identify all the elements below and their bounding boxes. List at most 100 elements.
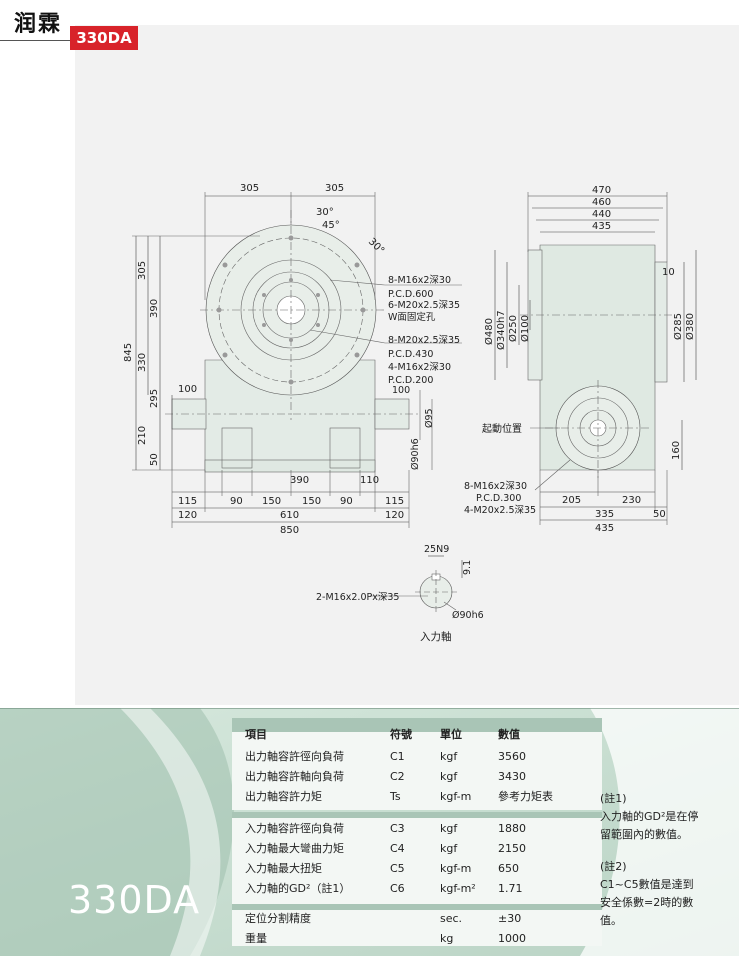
- model-watermark: 330DA: [68, 878, 201, 922]
- side-callout-2: P.C.D.300: [476, 493, 521, 504]
- dim-50: 50: [149, 453, 160, 466]
- brand-logo: 润霖: [14, 11, 63, 37]
- row-symbol: C6: [390, 882, 405, 895]
- note-line: 入力軸的GD²是在停: [600, 810, 699, 823]
- row-symbol: C4: [390, 842, 405, 855]
- dim-dia-380: Ø380: [684, 313, 696, 340]
- shaft-key-depth: 9.1: [462, 560, 473, 575]
- row-unit: kgf: [440, 770, 458, 783]
- dim-845: 845: [123, 343, 134, 362]
- notes-block: (註1) 入力軸的GD²是在停 留範圍內的數值。 (註2) C1~C5數值是達到…: [600, 790, 698, 930]
- row-unit: kgf-m²: [440, 882, 476, 895]
- dim-390-bottom: 390: [290, 475, 309, 486]
- dim-100-right: 100: [392, 385, 410, 396]
- shaft-label: 入力軸: [420, 630, 452, 643]
- dim-440: 440: [592, 209, 611, 220]
- callout-5: 8-M20x2.5深35: [388, 335, 460, 346]
- note-line: 值。: [600, 914, 622, 927]
- dim-dia-95: Ø95: [424, 408, 435, 428]
- row-item: 入力軸的GD²（註1）: [245, 882, 351, 895]
- side-callout-3: 4-M20x2.5深35: [464, 505, 536, 516]
- row-item: 入力軸容許徑向負荷: [245, 822, 344, 835]
- row-item: 入力軸最大扭矩: [245, 862, 322, 875]
- row-symbol: Ts: [390, 790, 401, 803]
- dim-335: 335: [595, 509, 614, 520]
- note-line: 安全係數=2時的數: [600, 896, 694, 909]
- dim-b2-3: 120: [385, 510, 404, 521]
- dim-330: 330: [137, 353, 148, 372]
- dim-b1-5: 90: [340, 496, 353, 507]
- header-value: 數值: [498, 728, 520, 741]
- angle-label-1: 30°: [316, 207, 334, 218]
- row-value: 650: [498, 862, 519, 875]
- row-value: ±30: [498, 912, 522, 925]
- angle-label-2: 45°: [322, 220, 340, 231]
- spec-background: [0, 708, 739, 956]
- dim-435-bottom: 435: [595, 523, 614, 534]
- start-position-label: 起動位置: [482, 422, 522, 435]
- technical-drawing: 305 305 30° 45° 30° 845 305 390 330 295 …: [123, 183, 697, 643]
- row-item: 定位分割精度: [245, 912, 311, 925]
- dim-435: 435: [592, 221, 611, 232]
- dim-305-left: 305: [137, 261, 148, 280]
- angle-label-3: 30°: [366, 236, 386, 256]
- dim-390-left: 390: [149, 299, 160, 318]
- row-symbol: C2: [390, 770, 405, 783]
- dim-b2-1: 120: [178, 510, 197, 521]
- row-unit: kgf: [440, 822, 458, 835]
- row-item: 出力軸容許軸向負荷: [245, 770, 344, 783]
- callout-4: W面固定孔: [388, 311, 436, 323]
- header-item: 項目: [245, 728, 267, 741]
- note-line: C1~C5數值是達到: [600, 878, 694, 891]
- row-value: 1.71: [498, 882, 523, 895]
- dim-160: 160: [671, 441, 682, 460]
- row-symbol: C3: [390, 822, 405, 835]
- row-value: 2150: [498, 842, 526, 855]
- dim-205: 205: [562, 495, 581, 506]
- note-line: (註1): [600, 792, 627, 805]
- row-item: 出力軸容許力矩: [245, 790, 322, 803]
- row-value: 1000: [498, 932, 526, 945]
- callout-7: 4-M16x2深30: [388, 362, 451, 373]
- dim-b1-2: 90: [230, 496, 243, 507]
- dim-10: 10: [662, 267, 675, 278]
- dim-b1-7: 115: [385, 496, 404, 507]
- side-callout-1: 8-M16x2深30: [464, 481, 527, 492]
- dim-front-top-left: 305: [240, 183, 259, 194]
- row-unit: kgf-m: [440, 790, 472, 803]
- dim-b1-3: 150: [262, 496, 281, 507]
- shaft-key: 25N9: [424, 544, 449, 555]
- row-value: 3430: [498, 770, 526, 783]
- note-line: (註2): [600, 860, 627, 873]
- row-value: 參考力矩表: [498, 790, 553, 803]
- dim-850: 850: [280, 525, 299, 536]
- note-line: 留範圍內的數值。: [600, 828, 688, 841]
- row-item: 入力軸最大彎曲力矩: [245, 842, 344, 855]
- row-unit: kgf: [440, 842, 458, 855]
- model-tab: 330DA: [70, 26, 138, 50]
- callout-8: P.C.D.200: [388, 375, 433, 386]
- row-unit: kgf-m: [440, 862, 472, 875]
- header-symbol: 符號: [390, 728, 412, 741]
- dim-dia-100: Ø100: [519, 315, 531, 342]
- dim-dia-480: Ø480: [483, 318, 495, 345]
- callout-3: 6-M20x2.5深35: [388, 300, 460, 311]
- dim-front-top-right: 305: [325, 183, 344, 194]
- dim-b1-1: 115: [178, 496, 197, 507]
- row-item: 重量: [245, 932, 267, 945]
- dim-460: 460: [592, 197, 611, 208]
- row-value: 3560: [498, 750, 526, 763]
- row-item: 出力軸容許徑向負荷: [245, 750, 344, 763]
- row-value: 1880: [498, 822, 526, 835]
- row-unit: sec.: [440, 912, 463, 925]
- dim-b1-4: 150: [302, 496, 321, 507]
- row-unit: kgf: [440, 750, 458, 763]
- dim-295: 295: [149, 389, 160, 408]
- dim-50-side: 50: [653, 509, 666, 520]
- row-symbol: C5: [390, 862, 405, 875]
- dim-210: 210: [137, 426, 148, 445]
- header-unit: 單位: [440, 728, 462, 741]
- dim-230: 230: [622, 495, 641, 506]
- row-symbol: C1: [390, 750, 405, 763]
- dim-b1-6: 110: [360, 475, 379, 486]
